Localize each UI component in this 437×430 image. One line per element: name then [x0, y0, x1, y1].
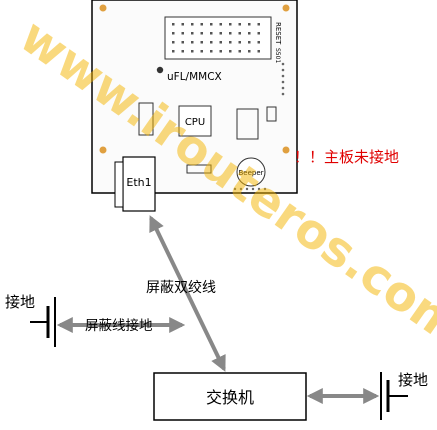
chip-component	[266, 106, 277, 122]
pin	[172, 41, 175, 44]
cable-arrow	[149, 215, 226, 372]
pin	[229, 23, 232, 26]
pin	[238, 32, 241, 35]
pin	[210, 50, 213, 53]
beeper-label: Beeper	[238, 169, 263, 177]
antenna-connector	[156, 66, 164, 74]
pin	[200, 41, 203, 44]
pin	[257, 41, 260, 44]
pin	[172, 50, 175, 53]
mounting-hole	[99, 146, 107, 154]
chip-component	[186, 164, 212, 174]
pin	[229, 32, 232, 35]
pin	[200, 23, 203, 26]
reset-label: RESET	[274, 22, 282, 45]
antenna-label: uFL/MMCX	[167, 71, 222, 83]
pin	[200, 32, 203, 35]
cpu-chip	[178, 105, 212, 137]
ground-wire-label: 屏蔽线接地	[85, 317, 153, 334]
pin	[191, 23, 194, 26]
s501-label: S501	[274, 48, 281, 63]
pin	[181, 41, 184, 44]
pin	[229, 50, 232, 53]
minipci-slot	[164, 16, 272, 60]
mounting-hole	[99, 4, 107, 12]
pin	[238, 23, 241, 26]
small-pads	[233, 187, 267, 191]
led-column	[281, 62, 285, 96]
pin	[229, 41, 232, 44]
pin	[210, 32, 213, 35]
pin	[191, 41, 194, 44]
mounting-hole	[282, 146, 290, 154]
cpu-label: CPU	[185, 117, 205, 128]
switch-label: 交换机	[206, 388, 254, 407]
cable-label: 屏蔽双绞线	[146, 279, 216, 296]
pin	[219, 50, 222, 53]
right-ground-label: 接地	[398, 371, 428, 389]
pin	[172, 32, 175, 35]
pin	[248, 50, 251, 53]
router-board: RESET S501 uFL/MMCX CPU Beeper	[91, 0, 298, 212]
pin	[238, 41, 241, 44]
pin	[248, 41, 251, 44]
pin	[200, 50, 203, 53]
pin-grid	[172, 23, 260, 53]
pin	[191, 50, 194, 53]
pin	[248, 32, 251, 35]
pin	[219, 41, 222, 44]
pin	[181, 23, 184, 26]
chip-component	[138, 102, 154, 136]
pin	[257, 23, 260, 26]
beeper	[236, 157, 266, 187]
eth-label: Eth1	[126, 176, 151, 189]
pin	[257, 32, 260, 35]
left-ground-label: 接地	[5, 293, 35, 311]
pin	[210, 41, 213, 44]
pin	[219, 23, 222, 26]
pin	[181, 32, 184, 35]
pin	[257, 50, 260, 53]
mounting-hole	[282, 4, 290, 12]
right-ground-symbol	[380, 372, 408, 420]
pin	[248, 23, 251, 26]
warning-text: ！！主板未接地	[294, 148, 399, 166]
pin	[172, 23, 175, 26]
switch-box	[153, 372, 307, 421]
chip-component	[236, 108, 259, 140]
left-ground-symbol	[30, 297, 56, 347]
pin	[210, 23, 213, 26]
pin	[238, 50, 241, 53]
pin	[191, 32, 194, 35]
eth-port-side	[114, 161, 124, 208]
pin	[181, 50, 184, 53]
pin	[219, 32, 222, 35]
